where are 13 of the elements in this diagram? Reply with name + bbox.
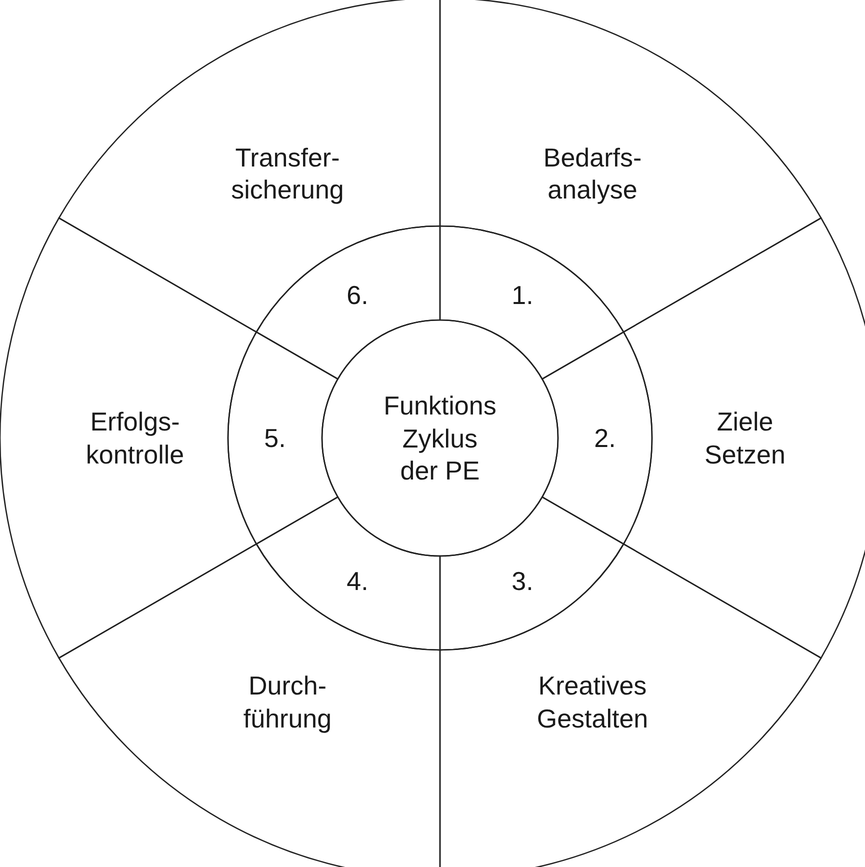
sector-label: Transfer- sicherung (231, 141, 344, 206)
sector-label: Durch- führung (243, 670, 332, 735)
sector-label: Kreatives Gestalten (536, 670, 648, 735)
step-number: 3. (512, 564, 534, 598)
sector-label: Bedarfs- analyse (543, 141, 642, 206)
step-number: 1. (512, 278, 534, 312)
center-label: Funktions Zyklus der PE (384, 389, 496, 487)
step-number: 4. (346, 564, 368, 598)
sector-label: Ziele Setzen (704, 406, 786, 470)
sector-label: Erfolgs- kontrolle (86, 406, 184, 470)
step-number: 6. (346, 278, 368, 312)
step-number: 5. (264, 422, 286, 454)
step-number: 2. (594, 422, 616, 454)
